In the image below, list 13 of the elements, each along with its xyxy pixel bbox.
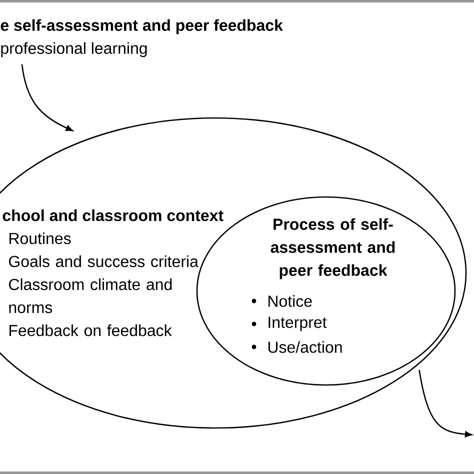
heading: e self-assessment and peer feedback: [0, 19, 283, 34]
list-item: Classroom climate and norms: [9, 278, 172, 314]
list-item: Routines: [10, 232, 71, 244]
bullet-item: Use/action: [252, 341, 342, 353]
bullet-item: Notice: [252, 295, 312, 307]
bullet-item: Interpret: [252, 316, 327, 332]
arrow: [418, 370, 472, 438]
heading: chool and classroom context: [2, 209, 224, 222]
list-item: Goals and success criteria: [9, 255, 198, 268]
list-item: Feedback on feedback: [10, 324, 172, 336]
arrow: [21, 64, 73, 132]
subheading: professional learning: [1, 42, 147, 58]
heading: Process of self-assessment and peer feedback: [270, 218, 395, 280]
